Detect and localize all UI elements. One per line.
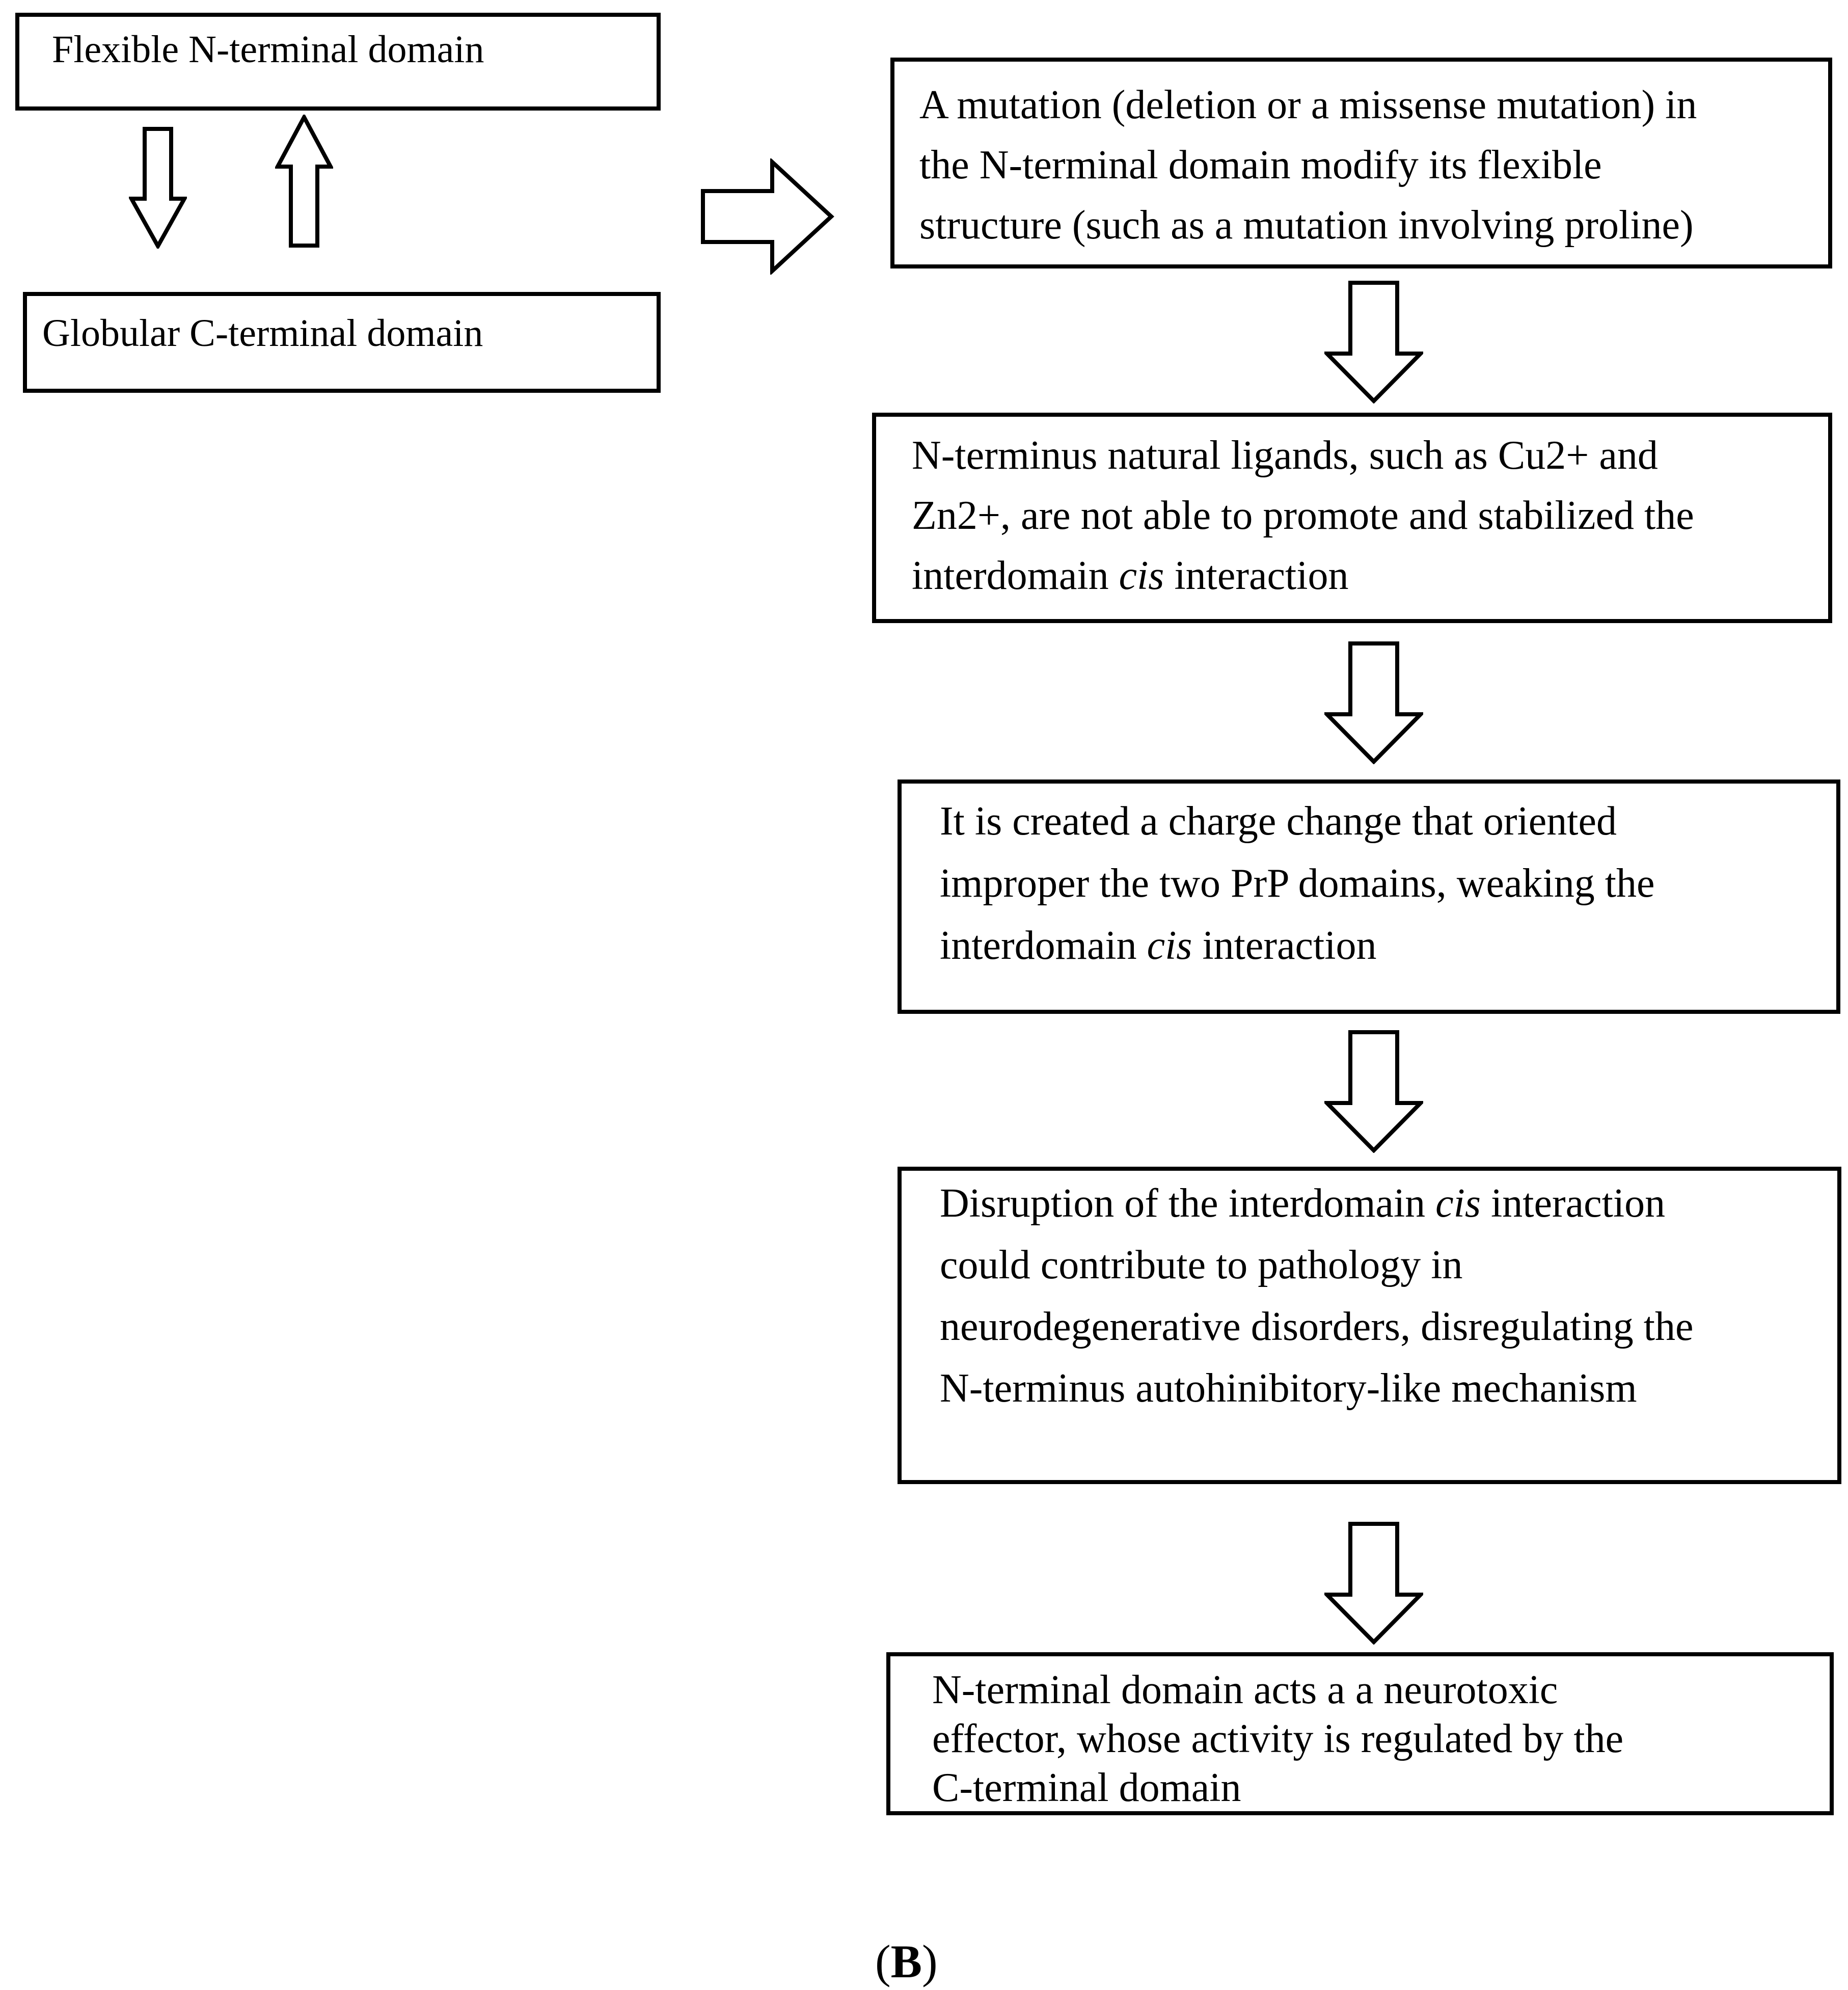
- down-arrow-icon: [1324, 1030, 1423, 1153]
- down-arrow-icon: [1324, 280, 1423, 404]
- up-arrow-icon: [275, 115, 333, 248]
- node-globular-c-terminal-domain: Globular C-terminal domain: [23, 292, 661, 393]
- down-arrow-icon: [1324, 1521, 1423, 1645]
- node-text: Globular C-terminal domain: [42, 312, 483, 355]
- node-disruption: Disruption of the interdomain cis intera…: [898, 1167, 1841, 1484]
- panel-label: (B): [875, 1933, 938, 1989]
- down-arrow-icon: [129, 126, 187, 249]
- panel-label-letter: B: [890, 1935, 922, 1987]
- down-arrow-icon: [1324, 641, 1423, 764]
- node-mutation: A mutation (deletion or a missense mutat…: [890, 58, 1832, 268]
- panel-label-open-paren: (: [875, 1935, 891, 1987]
- node-text: Flexible N-terminal domain: [52, 28, 484, 71]
- right-arrow-icon: [700, 158, 835, 275]
- node-natural-ligands: N-terminus natural ligands, such as Cu2+…: [872, 413, 1832, 623]
- node-charge-change: It is created a charge change that orien…: [898, 779, 1840, 1014]
- node-flexible-n-terminal-domain: Flexible N-terminal domain: [15, 13, 661, 111]
- panel-label-close-paren: ): [922, 1935, 938, 1987]
